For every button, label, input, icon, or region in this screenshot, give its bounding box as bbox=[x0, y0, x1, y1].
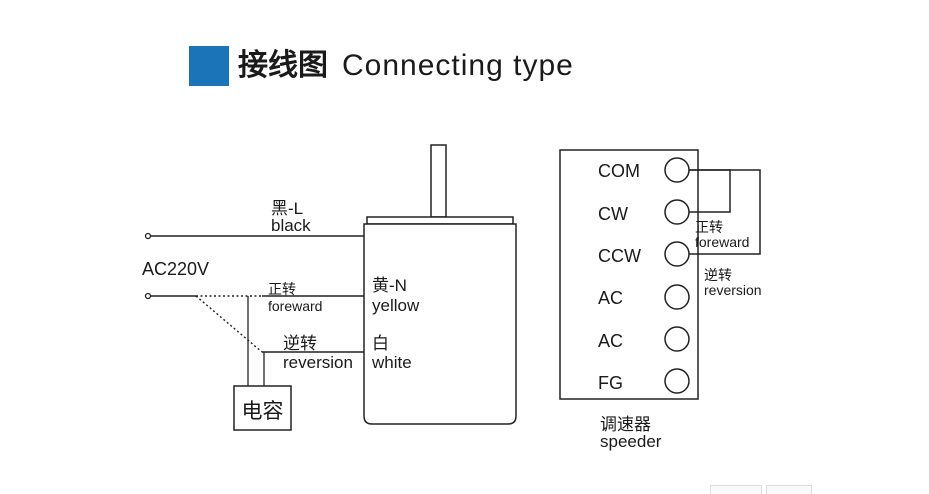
reversion-jumper-label-cn: 逆转 bbox=[704, 267, 732, 283]
terminal-label: AC bbox=[598, 288, 623, 308]
capacitor-box bbox=[233, 385, 292, 431]
white-wire-label-en: white bbox=[371, 353, 412, 372]
terminal-circle bbox=[664, 241, 690, 267]
reversion-jumper-wire bbox=[689, 169, 761, 255]
speeder-caption-cn: 调速器 bbox=[600, 415, 651, 434]
speeder-caption-en: speeder bbox=[600, 432, 662, 451]
reversion-branch-label-en: reversion bbox=[283, 353, 353, 372]
terminal-label: CCW bbox=[598, 246, 641, 266]
reversion-dotted-path bbox=[195, 295, 263, 353]
terminal-label: FG bbox=[598, 373, 623, 393]
terminal-label: CW bbox=[598, 204, 628, 224]
motor-top-cap bbox=[366, 216, 514, 225]
terminal-circle bbox=[664, 368, 690, 394]
terminal-label: AC bbox=[598, 331, 623, 351]
speeder-terminals: COM CW CCW AC AC FG bbox=[598, 157, 690, 394]
black-wire-label-cn: 黑-L bbox=[271, 199, 303, 218]
forward-branch-label-cn: 正转 bbox=[268, 281, 296, 297]
power-terminal-top bbox=[144, 232, 152, 240]
terminal-circle bbox=[664, 284, 690, 310]
power-terminal-bottom bbox=[144, 292, 152, 300]
title-english: Connecting type bbox=[342, 49, 574, 82]
terminal-circle bbox=[664, 326, 690, 352]
speeder-box bbox=[559, 149, 699, 400]
power-label: AC220V bbox=[142, 259, 209, 279]
page-title: 接线图 Connecting type bbox=[238, 44, 574, 88]
yellow-wire-label-cn: 黄-N bbox=[372, 276, 407, 295]
reversion-branch-label-cn: 逆转 bbox=[283, 334, 317, 353]
black-wire-label-en: black bbox=[271, 216, 311, 235]
motor-shaft bbox=[430, 144, 447, 218]
forward-branch-label-en: foreward bbox=[268, 298, 322, 314]
forward-jumper-label-en: foreward bbox=[695, 234, 749, 250]
terminal-circle bbox=[664, 199, 690, 225]
reversion-jumper-label-en: reversion bbox=[704, 282, 762, 298]
capacitor-label: 电容 bbox=[242, 400, 284, 423]
bottom-edge-tab bbox=[766, 485, 812, 494]
bottom-edge-tab bbox=[710, 485, 762, 494]
title-accent-square bbox=[189, 46, 229, 86]
motor-body bbox=[363, 223, 517, 425]
yellow-wire-label-en: yellow bbox=[372, 296, 420, 315]
white-wire-label-cn: 白 bbox=[372, 334, 389, 353]
terminal-circle bbox=[664, 157, 690, 183]
terminal-label: COM bbox=[598, 161, 640, 181]
title-chinese: 接线图 bbox=[238, 48, 328, 83]
forward-jumper-label-cn: 正转 bbox=[695, 219, 723, 235]
